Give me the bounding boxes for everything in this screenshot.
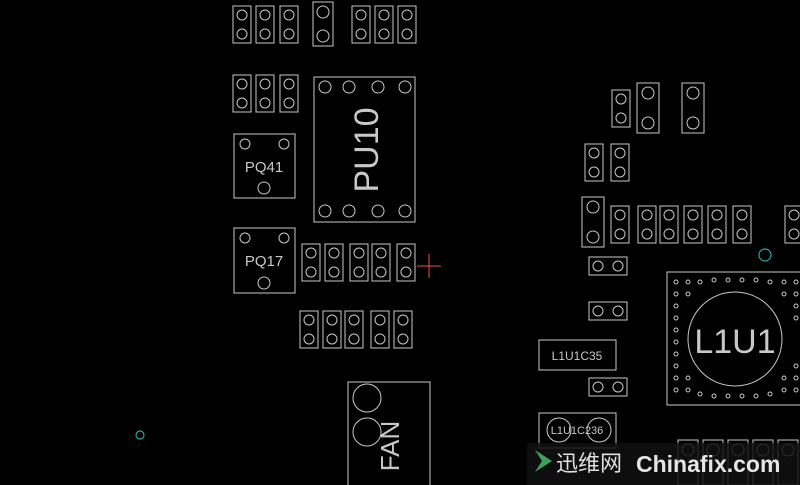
l1u1c236-label: L1U1C236 xyxy=(551,425,604,437)
small-parts-right-top xyxy=(584,82,705,182)
component-l1u1c35[interactable]: L1U1C35 xyxy=(538,339,617,371)
component-pq41[interactable]: PQ41 xyxy=(233,133,296,199)
l1u1-label: L1U1 xyxy=(694,323,775,361)
watermark: 迅维网 Chinafix.com xyxy=(527,443,800,485)
crosshair-cursor-icon xyxy=(417,254,441,278)
component-fan[interactable]: FAN xyxy=(347,381,431,485)
pq17-label: PQ17 xyxy=(245,253,283,270)
small-parts-row-2 xyxy=(232,74,299,113)
small-parts-row-top xyxy=(232,1,417,47)
watermark-right: Chinafix.com xyxy=(636,451,780,477)
small-parts-row-3 xyxy=(301,243,416,282)
fan-label: FAN xyxy=(375,421,405,472)
l1u1-pads xyxy=(673,277,799,399)
small-caps-horizontal xyxy=(588,256,628,397)
pu10-label: PU10 xyxy=(348,107,386,192)
component-pq17[interactable]: PQ17 xyxy=(233,227,296,294)
component-l1u1[interactable]: L1U1 xyxy=(666,271,800,406)
small-parts-right-row xyxy=(581,196,800,248)
component-pu10[interactable]: PU10 xyxy=(313,76,416,223)
l1u1c35-label: L1U1C35 xyxy=(552,349,603,363)
pq41-label: PQ41 xyxy=(245,159,283,176)
watermark-left: 迅维网 xyxy=(556,452,622,477)
small-parts-row-4 xyxy=(299,310,413,349)
via-marker[interactable] xyxy=(758,248,772,262)
watermark-logo-icon xyxy=(535,450,552,472)
via-marker[interactable] xyxy=(135,430,145,440)
